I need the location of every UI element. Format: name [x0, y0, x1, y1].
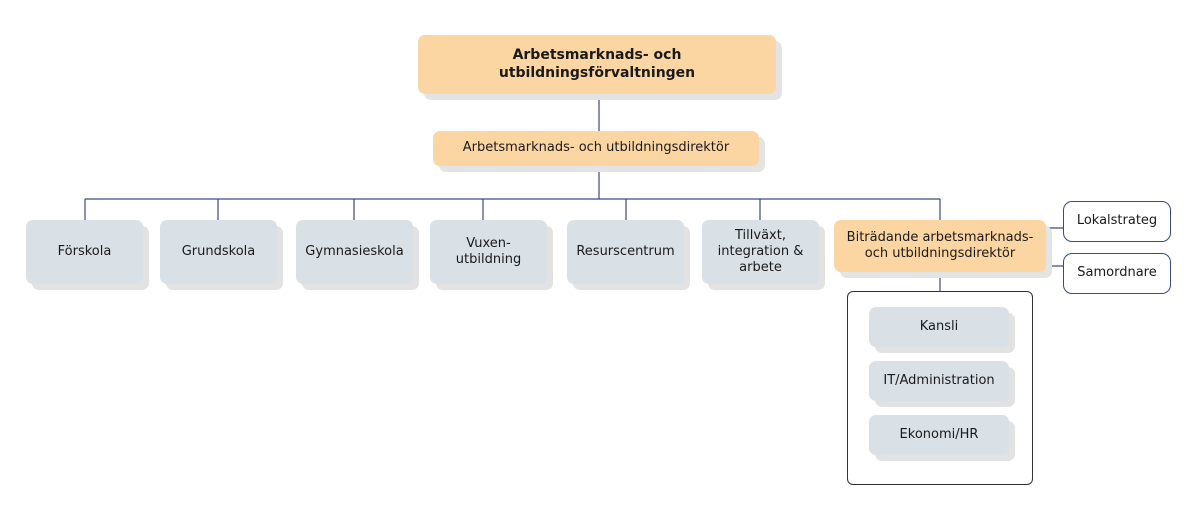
support-box-it-administration: IT/Administration [869, 361, 1009, 401]
deputy-director-box: Biträdande arbetsmarknads- och utbildnin… [834, 220, 1046, 272]
staff-label: Samordnare [1077, 265, 1157, 281]
unit-box-resurscentrum: Resurscentrum [567, 220, 684, 284]
unit-box-grundskola: Grundskola [160, 220, 277, 284]
support-box-kansli: Kansli [869, 307, 1009, 347]
support-box-ekonomi-hr: Ekonomi/HR [869, 415, 1009, 455]
unit-label: Förskola [57, 243, 112, 259]
unit-label: Grundskola [181, 243, 256, 259]
unit-label: Resurscentrum [576, 243, 675, 259]
unit-box-tillvaxt: Tillväxt, integration & arbete [702, 220, 819, 284]
support-label: IT/Administration [883, 372, 995, 388]
deputy-director-label: Biträdande arbetsmarknads- och utbildnin… [846, 229, 1034, 261]
support-label: Ekonomi/HR [899, 426, 979, 442]
staff-box-samordnare: Samordnare [1063, 253, 1171, 294]
unit-box-gymnasieskola: Gymnasieskola [296, 220, 413, 284]
unit-box-vuxenutbildning: Vuxen- utbildning [430, 220, 547, 284]
unit-box-forskola: Förskola [26, 220, 143, 284]
staff-box-lokalstrateg: Lokalstrateg [1063, 201, 1171, 242]
support-label: Kansli [919, 318, 959, 334]
unit-label: Tillväxt, integration & arbete [717, 227, 804, 276]
unit-label: Vuxen- utbildning [455, 235, 522, 267]
unit-label: Gymnasieskola [305, 243, 404, 259]
director-label: Arbetsmarknads- och utbildningsdirektör [462, 140, 730, 156]
staff-label: Lokalstrateg [1076, 213, 1158, 229]
org-root-label: Arbetsmarknads- och utbildningsförvaltni… [498, 47, 696, 81]
director-box: Arbetsmarknads- och utbildningsdirektör [433, 131, 759, 166]
org-root-box: Arbetsmarknads- och utbildningsförvaltni… [418, 35, 776, 94]
